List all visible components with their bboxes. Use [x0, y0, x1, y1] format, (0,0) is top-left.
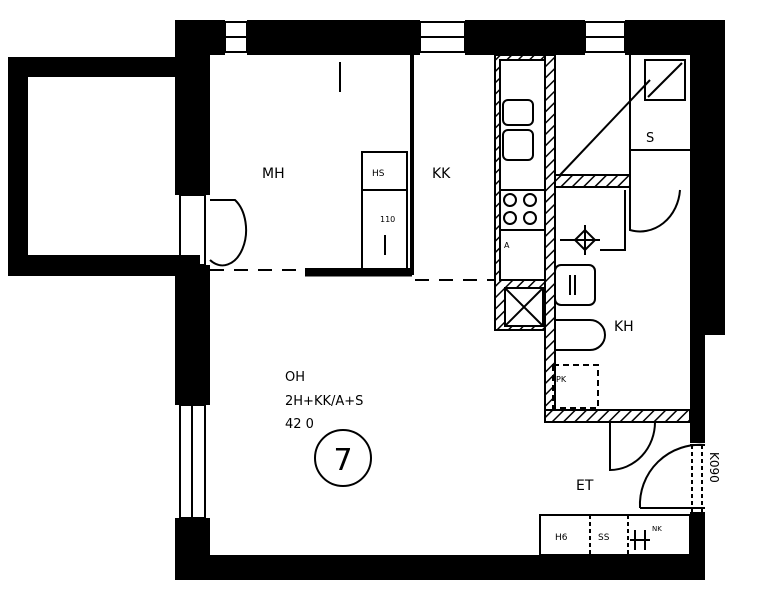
- room-label-entry: ET: [576, 478, 594, 494]
- fixture-label-110: 110: [380, 215, 395, 224]
- room-label-bathroom: KH: [614, 319, 634, 335]
- windows: [179, 21, 626, 519]
- fixture-label-ss: SS: [598, 533, 610, 543]
- apartment-number: 7: [333, 443, 352, 478]
- fixture-label-dishwasher: A: [504, 241, 510, 250]
- fixture-label-hs: HS: [372, 169, 385, 179]
- apartment-area: 42 0: [285, 417, 314, 432]
- exterior-walls: [175, 20, 725, 580]
- apartment-type: 2H+KK/A+S: [285, 394, 363, 409]
- fixture-label-h6: H6: [555, 533, 568, 543]
- room-label-sauna: S: [646, 131, 654, 146]
- interior-walls: [210, 54, 706, 556]
- balcony-door: [209, 199, 248, 267]
- apartment-label: OH: [285, 370, 305, 385]
- fixture-label-pk: PK: [556, 375, 567, 384]
- door-label: K090: [707, 452, 721, 483]
- balcony: [8, 57, 200, 276]
- room-label-kitchenette: KK: [432, 166, 451, 182]
- apartment-number-circle: [314, 429, 372, 487]
- room-label-bedroom: MH: [262, 166, 285, 182]
- fixture-label-nk: NK: [652, 525, 662, 533]
